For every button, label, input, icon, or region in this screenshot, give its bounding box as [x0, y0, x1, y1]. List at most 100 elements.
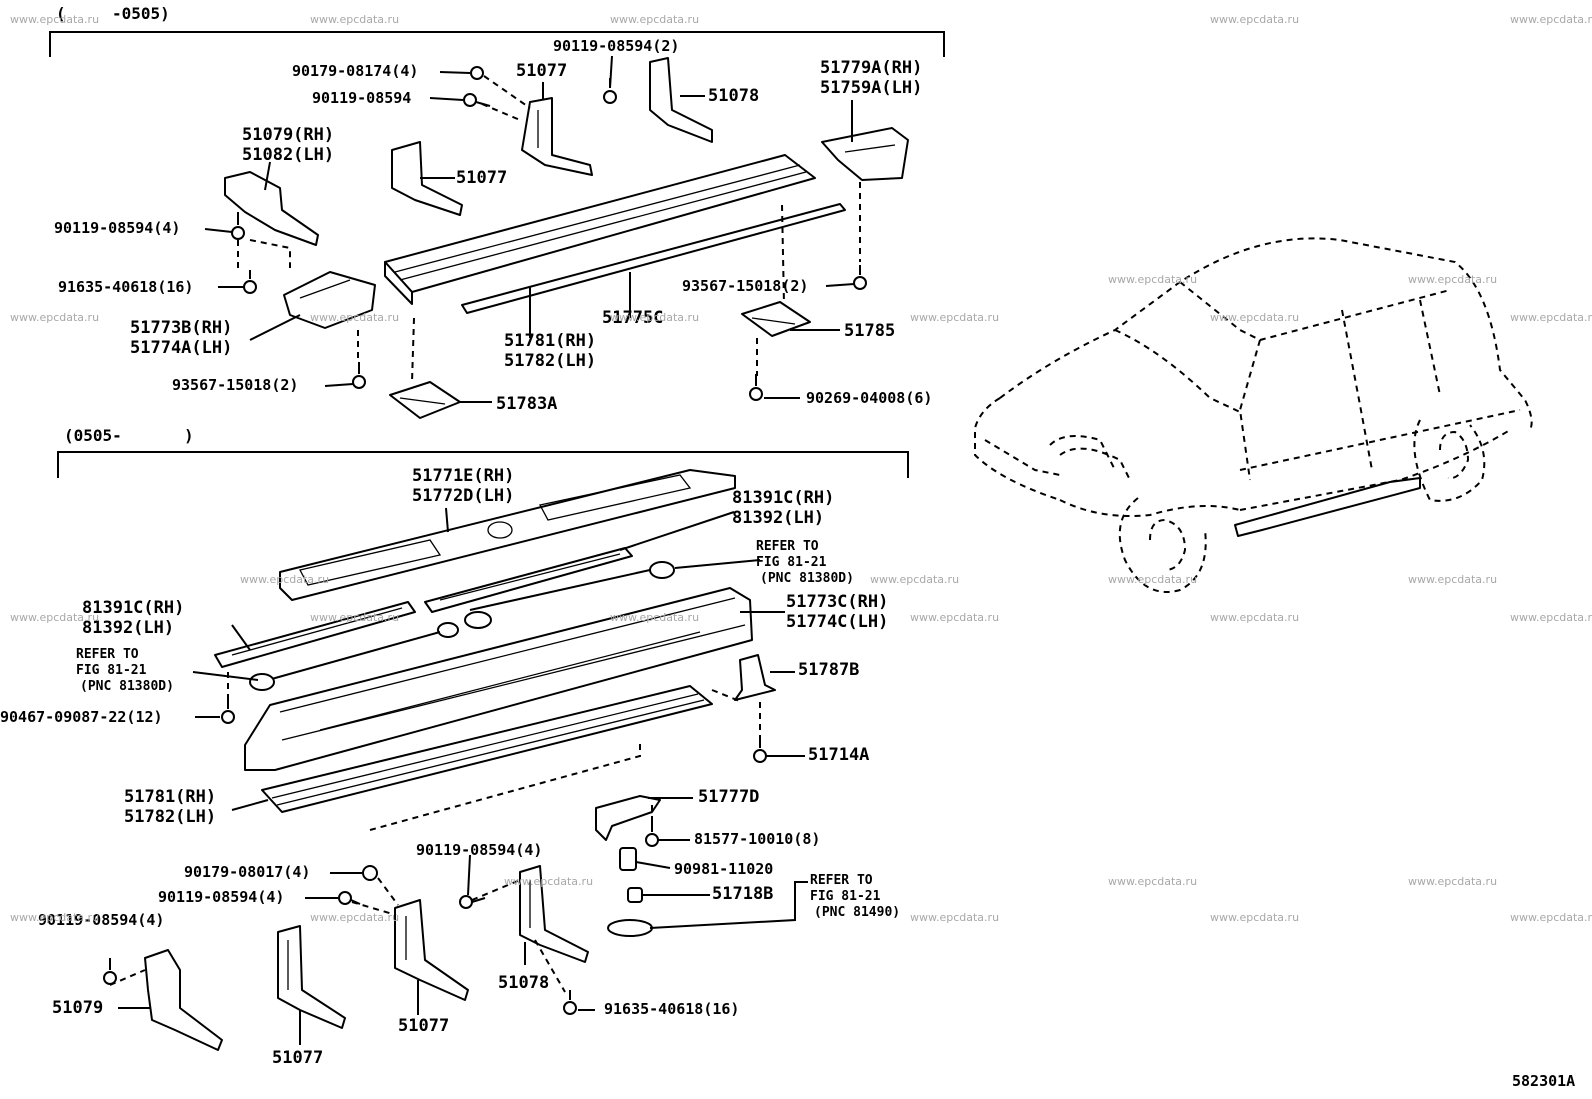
end-cap-51773b: [283, 271, 376, 329]
part-label: 81391C(RH): [732, 488, 835, 508]
part-label: 51718B: [712, 884, 774, 904]
watermark: www.epcdata.ru: [610, 611, 700, 624]
end-cap-51779a: [821, 127, 909, 181]
part-label: 51077: [398, 1016, 450, 1036]
part-label: 90269-04008(6): [806, 389, 933, 407]
watermark: www.epcdata.ru: [310, 611, 400, 624]
refer-note: REFER TO: [76, 647, 139, 662]
part-label: 51774C(LH): [786, 612, 889, 632]
watermark: www.epcdata.ru: [610, 13, 700, 26]
watermark: www.epcdata.ru: [10, 311, 100, 324]
part-label: 51779A(RH): [820, 58, 923, 78]
part-label: 51772D(LH): [412, 486, 515, 506]
part-label: 90119-08594(4): [416, 841, 543, 859]
refer-note: REFER TO: [810, 873, 873, 888]
refer-note: (PNC 81380D): [80, 679, 174, 694]
watermark: www.epcdata.ru: [910, 311, 1000, 324]
refer-note: (PNC 81490): [814, 905, 901, 920]
part-label: 81392(LH): [82, 618, 175, 638]
dashed-guides-bottom: [109, 672, 761, 993]
part-label: 81577-10010(8): [694, 830, 821, 848]
part-label: 81391C(RH): [82, 598, 185, 618]
refer-note: (PNC 81380D): [760, 571, 854, 586]
part-label: 90119-08594: [312, 89, 412, 107]
leader-lines-bottom: [118, 507, 808, 1045]
refer-note: FIG 81-21: [76, 663, 147, 678]
watermark: www.epcdata.ru: [610, 311, 700, 324]
watermark: www.epcdata.ru: [1510, 13, 1592, 26]
fasteners-bottom: [103, 700, 767, 1015]
bracket-51777d: [595, 795, 661, 841]
top-range-start: (: [56, 4, 66, 23]
part-label: 51775C: [602, 308, 664, 328]
part-label: 51082(LH): [242, 145, 335, 165]
part-label: 90119-08594(4): [38, 911, 165, 929]
bracket-51079-lower: [144, 949, 223, 1051]
part-label: 51782(LH): [504, 351, 597, 371]
part-label: 90119-08594(2): [553, 37, 680, 55]
bottom-range-start: (0505-: [64, 426, 122, 445]
bracket-51077-mid: [391, 141, 463, 216]
watermark: www.epcdata.ru: [1510, 911, 1592, 924]
vehicle-outline: [974, 237, 1533, 593]
watermark: www.epcdata.ru: [504, 875, 594, 888]
part-label: 51785: [844, 321, 896, 341]
watermark: www.epcdata.ru: [1210, 13, 1300, 26]
fasteners-top: [231, 66, 867, 401]
part-label: 51077: [272, 1048, 324, 1068]
watermark: www.epcdata.ru: [1108, 573, 1198, 586]
watermark: www.epcdata.ru: [870, 573, 960, 586]
part-label: 51759A(LH): [820, 78, 923, 98]
moulding-81391c-upper: [424, 547, 633, 613]
bracket-51077-top: [521, 97, 593, 176]
watermark: www.epcdata.ru: [310, 311, 400, 324]
watermark: www.epcdata.ru: [910, 911, 1000, 924]
watermark: www.epcdata.ru: [1510, 311, 1592, 324]
bracket-51078-top: [649, 57, 713, 143]
watermark: www.epcdata.ru: [1408, 573, 1498, 586]
part-label: 51079: [52, 998, 104, 1018]
watermark: www.epcdata.ru: [1108, 273, 1198, 286]
part-label: 91635-40618(16): [604, 1000, 740, 1018]
part-label: 51777D: [698, 787, 760, 807]
part-label: 51783A: [496, 394, 558, 414]
watermark: www.epcdata.ru: [310, 13, 400, 26]
part-label: 51077: [516, 61, 568, 81]
part-label: 51078: [708, 86, 760, 106]
bracket-51785: [741, 301, 811, 337]
watermark: www.epcdata.ru: [1408, 875, 1498, 888]
leader-lines-top: [204, 55, 855, 403]
top-range-end: -0505): [112, 4, 170, 23]
part-label: 93567-15018(2): [682, 277, 809, 295]
part-label: 51774A(LH): [130, 338, 233, 358]
bracket-51079-top: [224, 171, 319, 246]
watermark: www.epcdata.ru: [10, 13, 100, 26]
watermark: www.epcdata.ru: [10, 911, 100, 924]
part-label: 51773C(RH): [786, 592, 889, 612]
moulding-81391c-lower: [214, 601, 416, 668]
part-label: 90119-08594(4): [158, 888, 285, 906]
step-lamps: [249, 561, 675, 691]
part-label: 90467-09087-22(12): [0, 708, 163, 726]
bottom-range-end: ): [184, 426, 194, 445]
part-label: 51078: [498, 973, 550, 993]
part-label: 81392(LH): [732, 508, 825, 528]
running-board-51773c: [244, 587, 753, 771]
watermark: www.epcdata.ru: [1510, 611, 1592, 624]
part-label: 90179-08017(4): [184, 863, 311, 881]
watermark: www.epcdata.ru: [240, 573, 330, 586]
watermark: www.epcdata.ru: [1408, 273, 1498, 286]
part-label: 51079(RH): [242, 125, 335, 145]
sensor-90981: [607, 847, 653, 937]
watermark: www.epcdata.ru: [1210, 311, 1300, 324]
bottom-section-bracket: [57, 451, 909, 478]
step-pad-51771e: [279, 469, 736, 601]
bracket-51783a: [389, 381, 461, 419]
dashed-guides-top: [237, 75, 861, 383]
step-rail-51781: [384, 154, 846, 314]
bracket-51077-lower-left: [277, 925, 346, 1029]
part-label: 51714A: [808, 745, 870, 765]
watermark: www.epcdata.ru: [1210, 911, 1300, 924]
part-label: 93567-15018(2): [172, 376, 299, 394]
